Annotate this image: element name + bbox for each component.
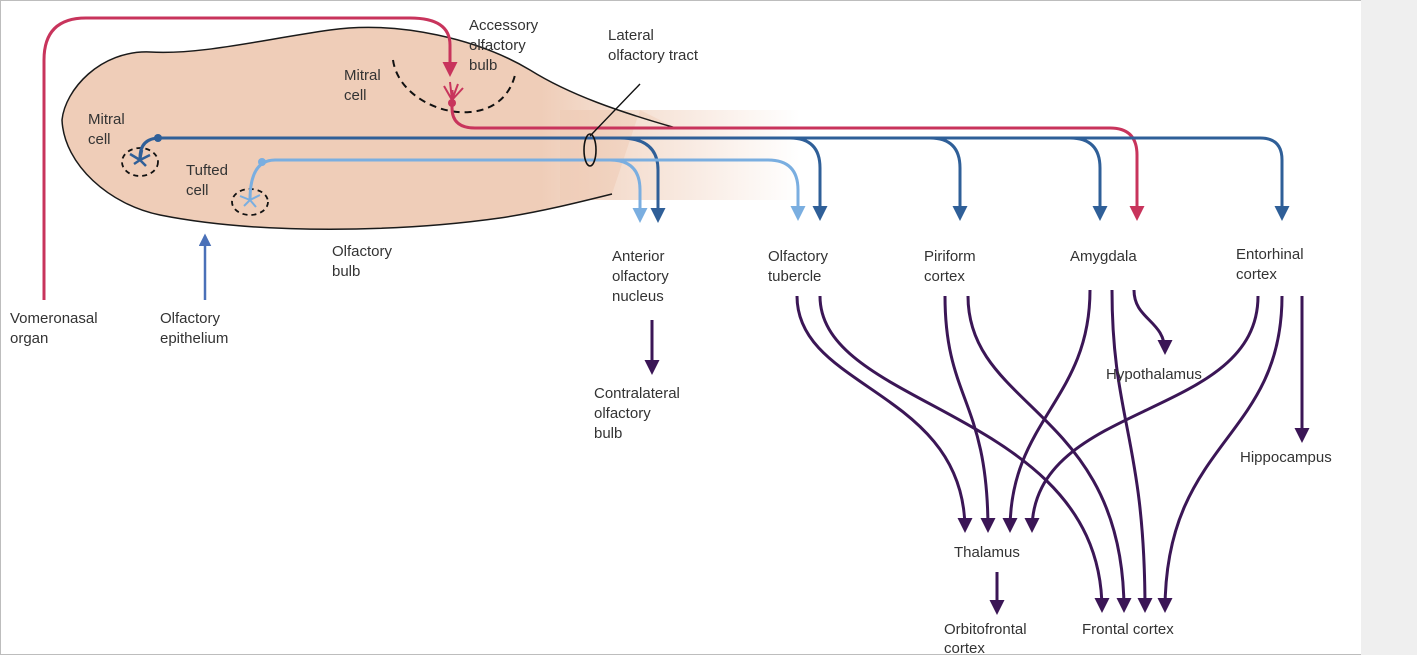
label-olfactory-tubercle: Olfactory tubercle	[768, 248, 832, 285]
label-lateral-olfactory-tract: Lateral olfactory tract	[608, 27, 699, 64]
label-anterior-olfactory-nucleus: Anterior olfactory nucleus	[612, 248, 673, 305]
label-amygdala: Amygdala	[1070, 248, 1137, 265]
label-entorhinal-cortex: Entorhinal cortex	[1236, 246, 1308, 283]
label-contralateral-olfactory-bulb: Contralateral olfactory bulb	[594, 385, 684, 442]
label-frontal-cortex: Frontal cortex	[1082, 621, 1174, 638]
label-olfactory-epithelium: Olfactory epithelium	[160, 310, 228, 347]
label-olfactory-bulb: Olfactory bulb	[332, 243, 396, 280]
label-piriform-cortex: Piriform cortex	[924, 248, 980, 285]
secondary-projections	[652, 290, 1302, 612]
label-vomeronasal-organ: Vomeronasal organ	[10, 310, 102, 347]
label-thalamus: Thalamus	[954, 544, 1020, 561]
label-orbitofrontal-cortex: Orbitofrontal cortex	[944, 621, 1031, 655]
label-hippocampus: Hippocampus	[1240, 449, 1332, 466]
label-hypothalamus: Hypothalamus	[1106, 366, 1202, 383]
